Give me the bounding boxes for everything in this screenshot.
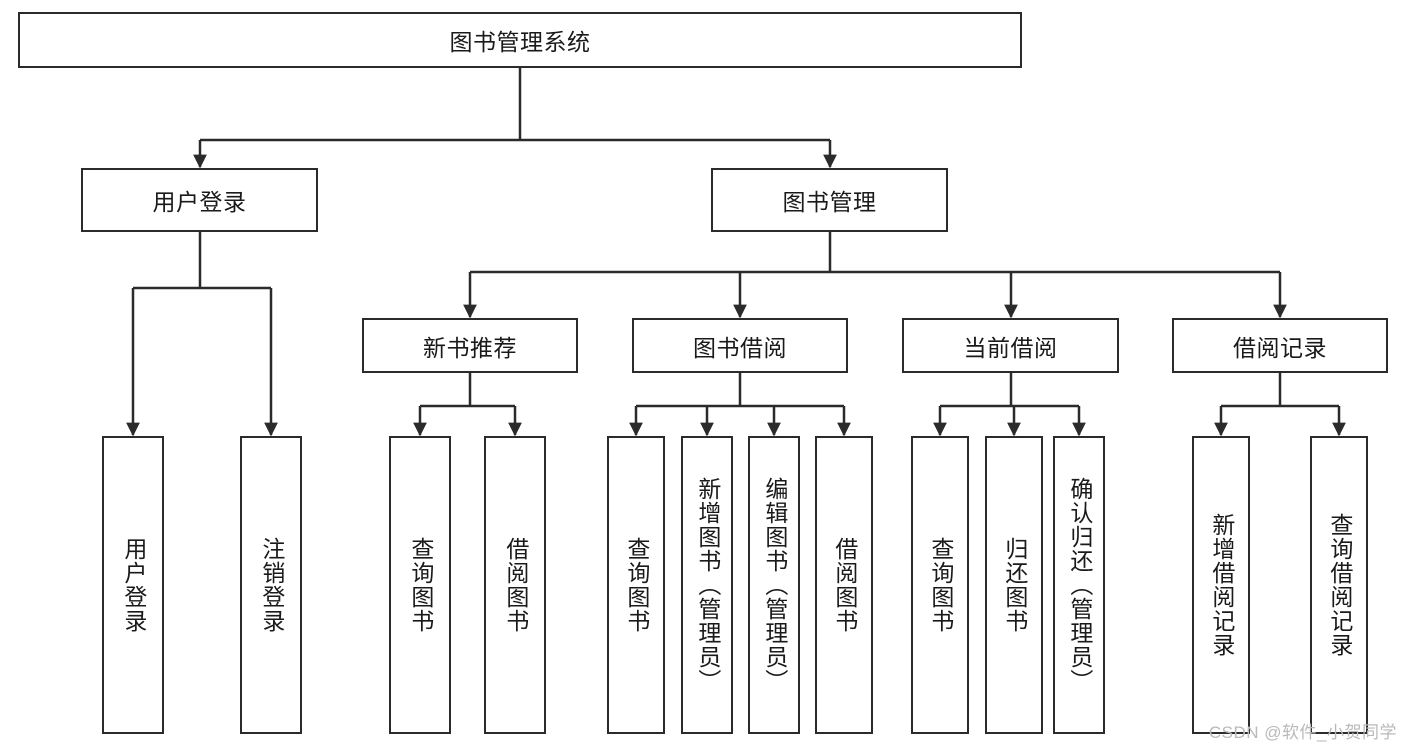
node-l2-current[interactable]: 当前借阅	[902, 318, 1119, 373]
node-l2-borrow[interactable]: 图书借阅	[632, 318, 848, 373]
node-leaf-cur-2[interactable]: 归还图书	[985, 436, 1043, 734]
node-l1-books[interactable]: 图书管理	[711, 168, 948, 232]
node-leaf-bor-1[interactable]: 查询图书	[607, 436, 665, 734]
node-label: 新增借阅记录	[1208, 513, 1235, 657]
csdn-watermark: CSDN @软件_小贺同学	[1208, 723, 1397, 742]
node-leaf-cur-1[interactable]: 查询图书	[911, 436, 969, 734]
node-leaf-login-1[interactable]: 用户登录	[102, 436, 164, 734]
node-label: 查询图书	[623, 537, 650, 633]
node-label: 注销登录	[258, 537, 285, 633]
node-leaf-bor-2[interactable]: 新增图书（管理员）	[681, 436, 733, 734]
node-l1-login[interactable]: 用户登录	[81, 168, 318, 232]
node-label: 借阅图书	[831, 537, 858, 633]
node-leaf-cur-3[interactable]: 确认归还（管理员）	[1053, 436, 1105, 734]
connector-lines	[126, 68, 1346, 437]
node-label: 用户登录	[152, 189, 247, 215]
node-leaf-login-2[interactable]: 注销登录	[240, 436, 302, 734]
node-label: 编辑图书（管理员）	[761, 477, 788, 693]
node-label: 新书推荐	[423, 334, 517, 361]
node-label: 图书借阅	[693, 334, 787, 361]
node-label: 当前借阅	[963, 334, 1058, 361]
node-label: 查询图书	[407, 537, 434, 633]
node-label: 查询图书	[927, 537, 954, 633]
node-leaf-rec-1[interactable]: 新增借阅记录	[1192, 436, 1250, 734]
node-l2-newbook[interactable]: 新书推荐	[362, 318, 578, 373]
node-leaf-new-2[interactable]: 借阅图书	[484, 436, 546, 734]
node-leaf-bor-4[interactable]: 借阅图书	[815, 436, 873, 734]
node-label: 借阅图书	[502, 537, 529, 633]
node-leaf-new-1[interactable]: 查询图书	[389, 436, 451, 734]
node-l2-record[interactable]: 借阅记录	[1172, 318, 1388, 373]
node-label: 图书管理	[782, 189, 877, 215]
node-label: 新增图书（管理员）	[694, 477, 721, 693]
node-leaf-rec-2[interactable]: 查询借阅记录	[1310, 436, 1368, 734]
node-label: 借阅记录	[1233, 334, 1327, 361]
node-label: 归还图书	[1001, 537, 1028, 633]
node-leaf-bor-3[interactable]: 编辑图书（管理员）	[748, 436, 800, 734]
node-label: 用户登录	[120, 537, 147, 633]
node-label: 图书管理系统	[449, 29, 591, 55]
node-root[interactable]: 图书管理系统	[18, 12, 1022, 68]
node-label: 确认归还（管理员）	[1066, 477, 1093, 693]
node-label: 查询借阅记录	[1326, 513, 1353, 657]
